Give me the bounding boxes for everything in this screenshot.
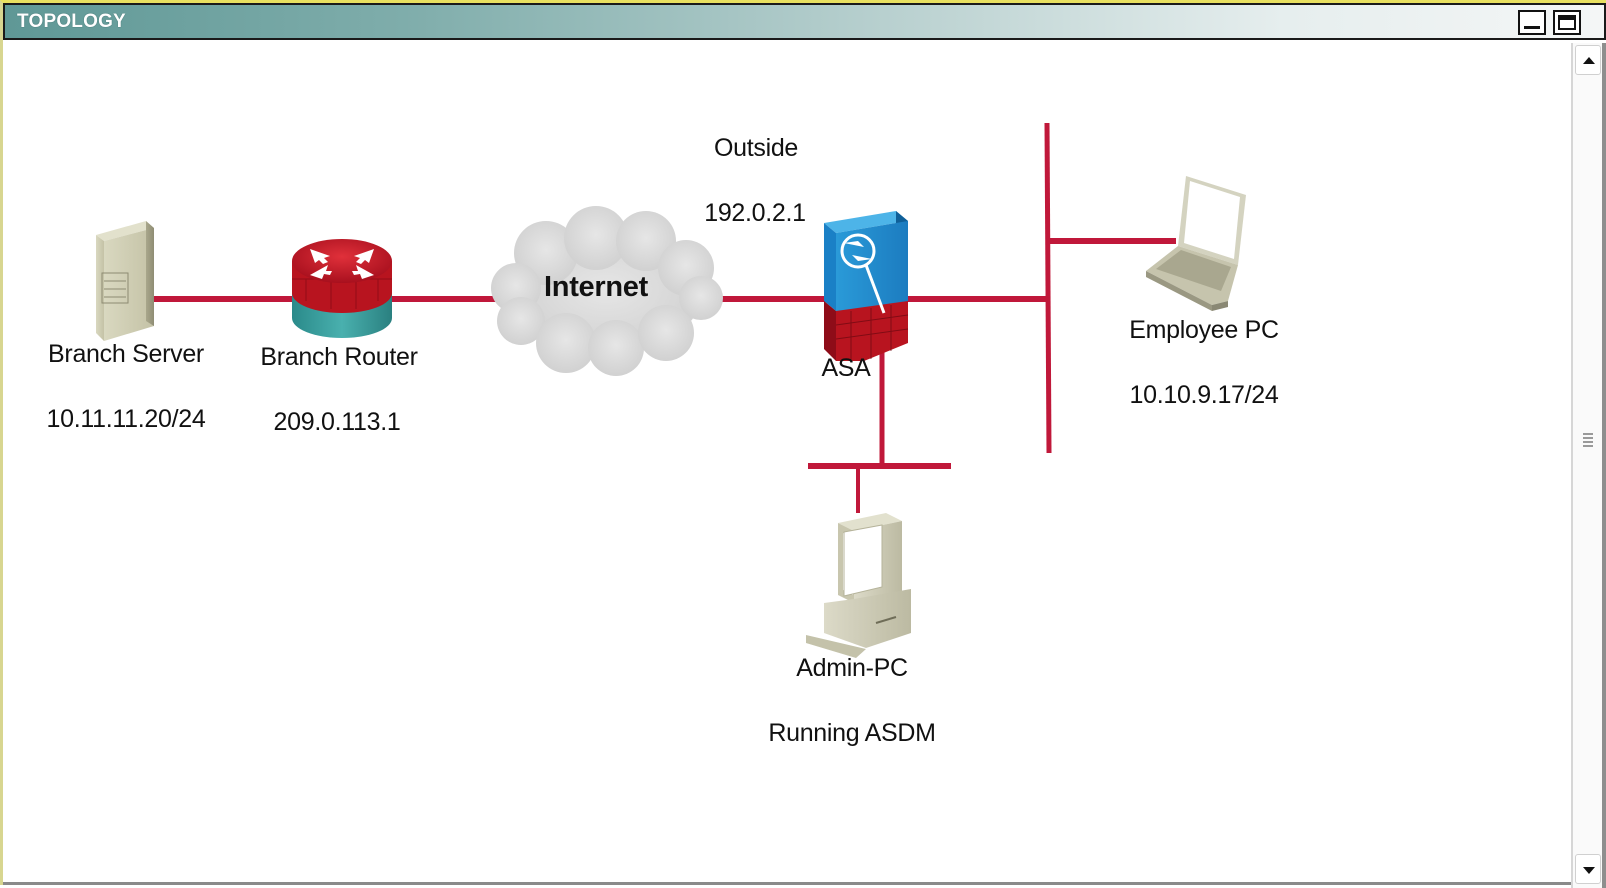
window-title: TOPOLOGY: [17, 11, 126, 32]
branch-router-label: Branch Router: [260, 343, 418, 371]
branch-server-label: Branch Server: [48, 340, 204, 368]
admin-pc-note: Running ASDM: [768, 719, 936, 747]
topology-canvas: Branch Server 10.11.11.20/24 Branch Rout…: [6, 43, 1571, 881]
asa-outside-interface-label: Outside: [713, 134, 799, 162]
employee-pc-label: Employee PC: [1129, 316, 1279, 344]
branch-server-address: 10.11.11.20/24: [46, 405, 206, 433]
window-bottom-border: [3, 882, 1571, 885]
employee-pc-address: 10.10.9.17/24: [1129, 381, 1279, 409]
laptop-icon[interactable]: [1146, 176, 1246, 311]
topology-diagram: [96, 122, 1246, 658]
scroll-down-icon: [1583, 867, 1595, 874]
internet-label: Internet: [544, 271, 648, 303]
links: [151, 122, 1176, 513]
scrollbar-rail: [1602, 43, 1606, 888]
maximize-button[interactable]: [1553, 10, 1581, 35]
inside-segment-bus: [1044, 122, 1052, 454]
asa-label: ASA: [821, 354, 871, 382]
vertical-scrollbar[interactable]: [1571, 43, 1606, 888]
desktop-pc-icon[interactable]: [806, 513, 911, 658]
scroll-down-button[interactable]: [1575, 854, 1601, 884]
title-bar[interactable]: TOPOLOGY: [3, 3, 1606, 40]
scrollbar-thumb-grip[interactable]: [1583, 433, 1593, 447]
asa-outside-address: 192.0.2.1: [704, 199, 806, 227]
asa-firewall-icon[interactable]: [824, 211, 909, 361]
cloud-icon[interactable]: [491, 206, 723, 376]
server-icon[interactable]: [96, 221, 154, 341]
router-icon[interactable]: [292, 239, 392, 338]
minimize-button[interactable]: [1518, 10, 1546, 35]
branch-router-address: 209.0.113.1: [273, 408, 401, 436]
admin-pc-label: Admin-PC: [796, 654, 908, 682]
scroll-up-icon: [1583, 57, 1595, 64]
scroll-up-button[interactable]: [1575, 45, 1601, 75]
